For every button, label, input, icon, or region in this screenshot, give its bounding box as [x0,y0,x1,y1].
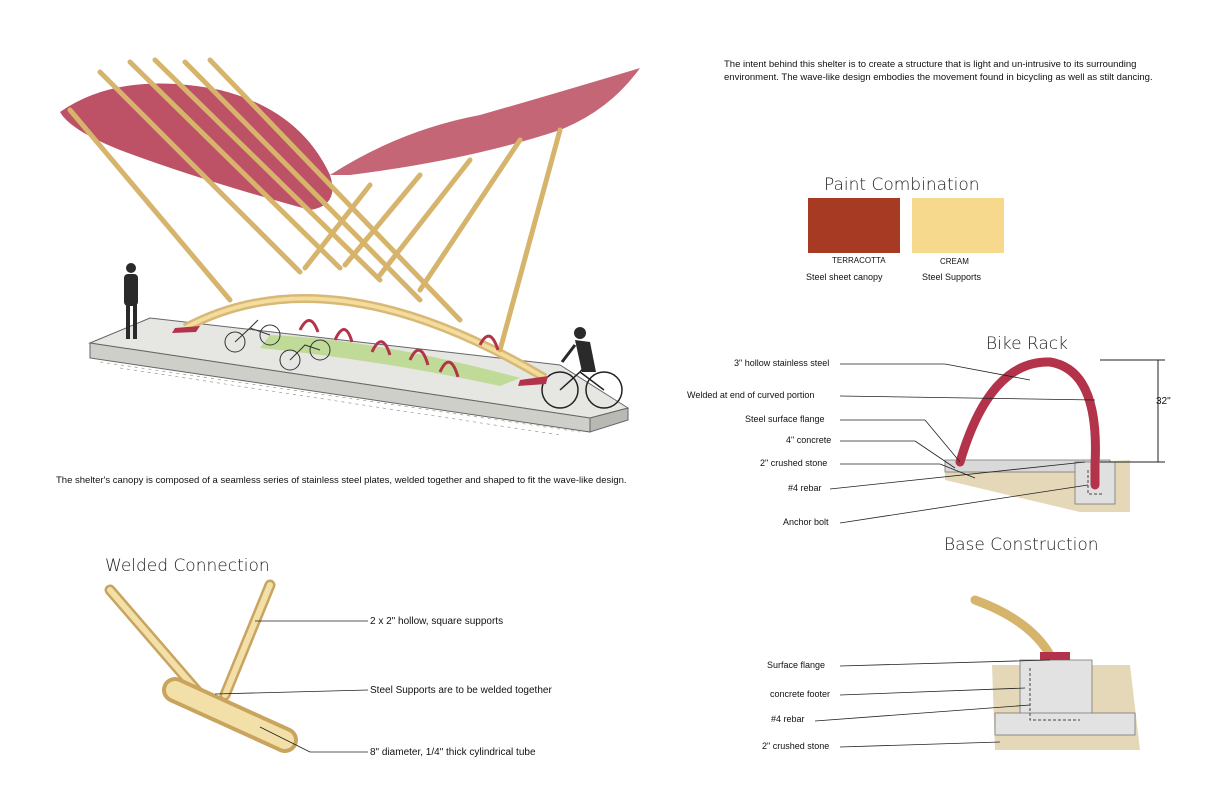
callout-concrete-footer: concrete footer [770,689,831,699]
support-poles [67,57,563,353]
bike-rack-heading: Bike Rack [986,334,1069,354]
platform [88,317,630,436]
callout-cylindrical-tube: 8" diameter, 1/4" thick cylindrical tube [370,747,536,758]
terracotta-use: Steel sheet canopy [806,272,883,282]
intro-text: The intent behind this shelter is to cre… [724,59,1153,83]
callout-square-supports: 2 x 2" hollow, square supports [370,616,504,627]
cream-name: CREAM [940,257,969,266]
callout-base-stone: 2" crushed stone [762,741,830,751]
callout-welded-end: Welded at end of curved portion [687,390,815,400]
cyclist-silhouette [541,327,623,409]
base-heading: Base Construction [944,535,1099,555]
callout-base-flange: Surface flange [767,660,826,670]
parked-bikes [224,319,331,371]
cream-swatch [912,198,1004,253]
callout-crushed-stone: 2" crushed stone [760,458,828,468]
terracotta-name: TERRACOTTA [832,256,886,265]
paint-heading: Paint Combination [824,175,980,195]
person-silhouette [124,263,138,339]
callout-base-rebar: #4 rebar [771,714,805,724]
callout-concrete: 4" concrete [786,435,832,445]
callout-hollow-steel: 3" hollow stainless steel [734,358,830,368]
terracotta-swatch [808,198,900,253]
grass-strip [260,335,520,386]
callout-welded-together: Steel Supports are to be welded together [370,685,552,696]
callout-rebar: #4 rebar [788,483,822,493]
canopy-caption: The shelter's canopy is composed of a se… [56,475,627,486]
bike-racks [298,319,500,378]
height-dimension: 32" [1156,396,1171,407]
callout-surface-flange: Steel surface flange [745,414,825,424]
callout-anchor-bolt: Anchor bolt [783,517,829,527]
welded-heading: Welded Connection [105,556,270,576]
cream-use: Steel Supports [922,272,982,282]
